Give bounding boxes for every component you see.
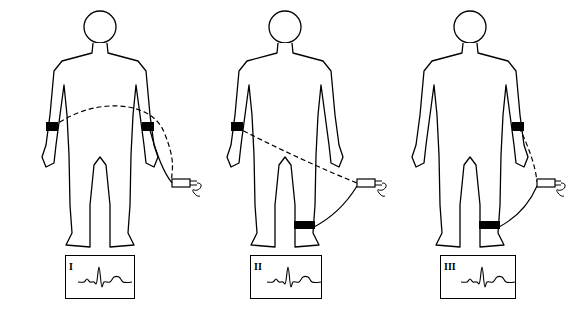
- human-figure: [227, 11, 343, 247]
- cable-plug: [172, 179, 201, 196]
- lead-label: I: [69, 261, 73, 272]
- lead-cable: [53, 106, 173, 183]
- lead-trace-box: III: [440, 255, 516, 299]
- lead-cable: [519, 127, 537, 182]
- lead-trace-box: I: [65, 255, 135, 299]
- cable-plug: [357, 179, 386, 196]
- lead-trace-box: II: [250, 255, 322, 299]
- human-figure: [42, 11, 158, 247]
- lead-label: II: [254, 261, 262, 272]
- lead-cable: [236, 127, 357, 183]
- lead-cable: [497, 186, 537, 228]
- cable-plug: [537, 179, 565, 196]
- lead-cable: [150, 130, 172, 183]
- lead-cable: [312, 186, 357, 228]
- human-figure: [412, 11, 528, 247]
- ecg-trace: [66, 256, 134, 298]
- lead-label: III: [444, 261, 456, 272]
